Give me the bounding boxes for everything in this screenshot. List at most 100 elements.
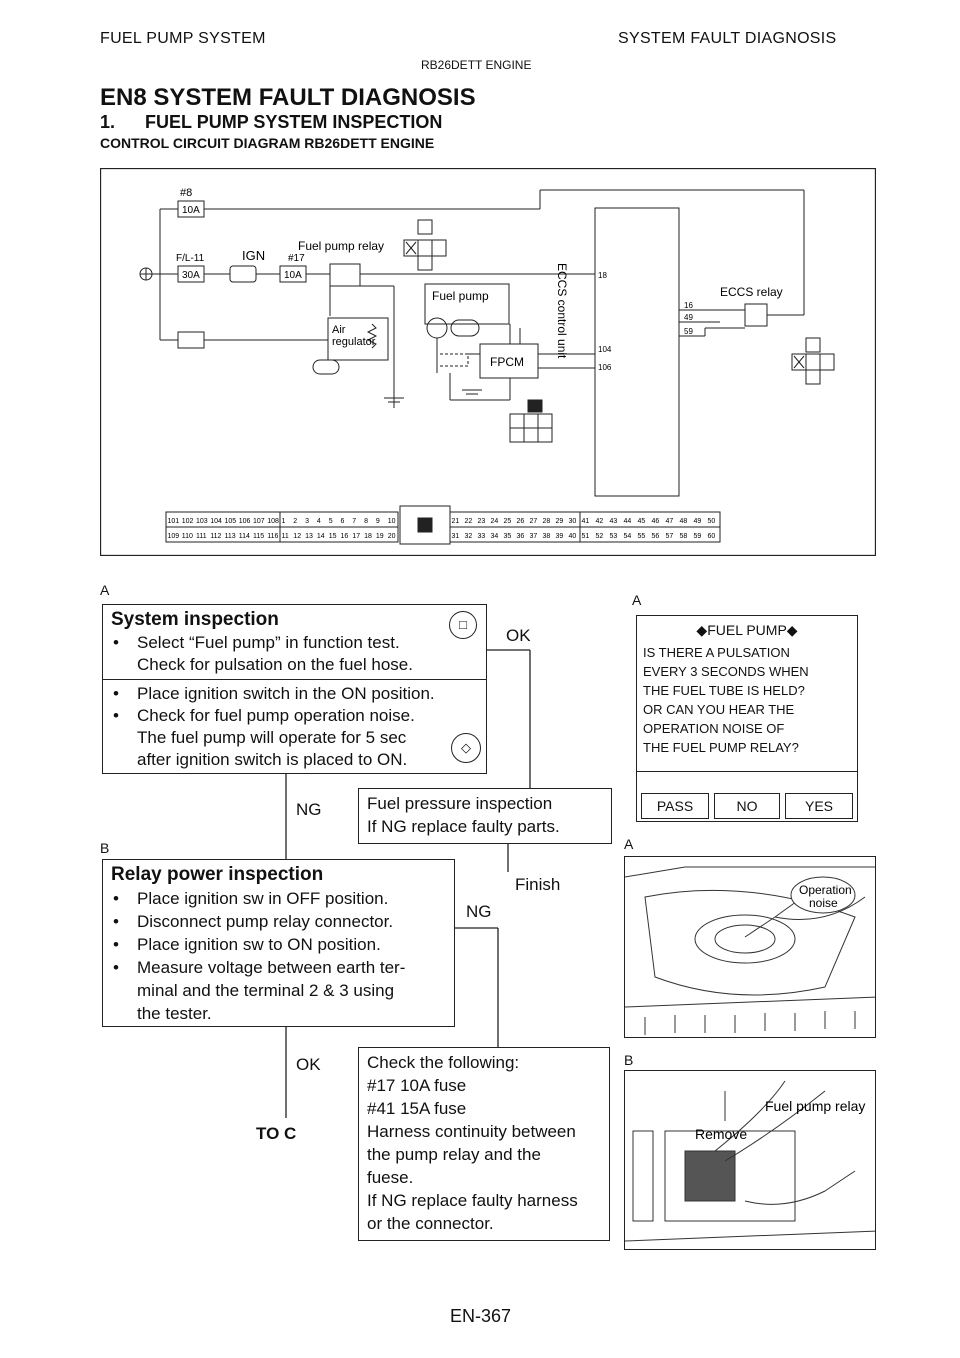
- right-label-b: B: [624, 1052, 634, 1068]
- connector-pin: 54: [624, 533, 632, 540]
- pin-49: 49: [684, 313, 693, 322]
- pin-104: 104: [598, 345, 612, 354]
- relay-power-step-4: Measure voltage between earth ter-: [103, 957, 405, 979]
- connector-pin: 41: [582, 518, 590, 525]
- fuel-tank-illustration: Operation noise: [625, 866, 875, 1035]
- operation-label: Operation: [799, 883, 852, 897]
- connector-pin: 48: [680, 518, 688, 525]
- connector-pin: 51: [582, 533, 590, 540]
- connector-pin: 45: [638, 518, 646, 525]
- right-label-a-2: A: [624, 836, 634, 852]
- fuel-pressure-box: Fuel pressure inspection If NG replace f…: [358, 788, 612, 844]
- pin-18: 18: [598, 271, 607, 280]
- connector-pin: 49: [694, 518, 702, 525]
- connector-pin: 108: [267, 518, 279, 525]
- system-inspection-step-3: Check for fuel pump operation noise.: [103, 705, 415, 727]
- fuse-8-label: #8: [180, 187, 192, 199]
- no-button[interactable]: NO: [714, 793, 780, 819]
- connector-pin: 101: [168, 518, 180, 525]
- connector-pin: 28: [543, 518, 551, 525]
- connector-pin: 57: [666, 533, 674, 540]
- eccs-relay-label: ECCS relay: [720, 285, 783, 299]
- connector-pin: 46: [652, 518, 660, 525]
- check-following-box: Check the following: #17 10A fuse #41 15…: [358, 1047, 610, 1241]
- fl11-rating: 30A: [182, 270, 200, 281]
- fuse-17-label: #17: [288, 253, 305, 264]
- relay-illustration: Fuel pump relay Remove: [625, 1080, 875, 1242]
- to-c-label: TO C: [256, 1124, 297, 1143]
- relay-power-step-2: Disconnect pump relay connector.: [103, 911, 393, 933]
- connector-pin: 102: [182, 518, 194, 525]
- connector-pin: 60: [708, 533, 716, 540]
- relay-power-step-4c: the tester.: [137, 1004, 212, 1023]
- connector-pin: 44: [624, 518, 632, 525]
- connector-pin: 107: [253, 518, 265, 525]
- check-line-6: fuese.: [367, 1168, 414, 1187]
- ng-label-2: NG: [466, 902, 492, 921]
- check-line-7: If NG replace faulty harness: [367, 1191, 578, 1210]
- connector-pin: 17: [352, 533, 360, 540]
- relay-power-step-1: Place ignition sw in OFF position.: [103, 888, 388, 910]
- relay-power-step-3: Place ignition sw to ON position.: [103, 934, 381, 956]
- pass-button[interactable]: PASS: [641, 793, 709, 819]
- consult-icon: □: [449, 611, 477, 639]
- connector-pin: 30: [569, 518, 577, 525]
- finish-label: Finish: [515, 875, 561, 894]
- connector-pin: 7: [352, 518, 356, 525]
- connector-pin: 56: [652, 533, 660, 540]
- relay-power-box: Relay power inspection Place ignition sw…: [102, 859, 455, 1027]
- ignition-on-icon: ◇: [451, 733, 481, 763]
- ok-label-2: OK: [296, 1055, 321, 1074]
- connector-pin: 34: [491, 533, 499, 540]
- yes-button[interactable]: YES: [785, 793, 853, 819]
- fuel-pressure-line-2: If NG replace faulty parts.: [367, 817, 560, 836]
- connector-pin: 52: [596, 533, 604, 540]
- connector-pin: 11: [282, 533, 289, 540]
- screen-line-5: OPERATION NOISE OF: [643, 721, 785, 736]
- system-inspection-title: System inspection: [111, 609, 279, 630]
- system-inspection-step-1b: Check for pulsation on the fuel hose.: [137, 655, 413, 674]
- connector-pin: 9: [376, 518, 380, 525]
- remove-label: Remove: [695, 1126, 747, 1142]
- connector-pin: 116: [267, 533, 278, 540]
- pin-59: 59: [684, 327, 693, 336]
- connector-pin: 40: [569, 533, 577, 540]
- connector-pin: 35: [504, 533, 512, 540]
- connector-pin: 5: [329, 518, 333, 525]
- diamond-left-icon: ◆: [696, 622, 708, 638]
- pin-16: 16: [684, 301, 693, 310]
- connector-pin: 114: [239, 533, 250, 540]
- eccs-unit-label: ECCS control unit: [555, 263, 569, 359]
- screen-line-6: THE FUEL PUMP RELAY?: [643, 740, 799, 755]
- header-right: SYSTEM FAULT DIAGNOSIS: [618, 30, 837, 47]
- flow-label-a: A: [100, 582, 110, 598]
- ng-label-1: NG: [296, 800, 322, 819]
- check-line-2: #17 10A fuse: [367, 1076, 467, 1095]
- connector-pin: 20: [388, 533, 396, 540]
- connector-pin: 18: [364, 533, 372, 540]
- connector-pin: 26: [517, 518, 525, 525]
- ign-label: IGN: [242, 248, 265, 263]
- connector-pin: 31: [452, 533, 460, 540]
- connector-pin: 27: [530, 518, 538, 525]
- check-line-3: #41 15A fuse: [367, 1099, 467, 1118]
- circuit-diagram-svg: #8 10A F/L-11 30A IGN #17 10A Fuel pump …: [99, 167, 877, 557]
- connector-pin: 103: [196, 518, 208, 525]
- page-number: EN-367: [450, 1306, 512, 1326]
- relay-label: Fuel pump relay: [298, 239, 384, 253]
- pin-106: 106: [598, 363, 612, 372]
- connector-pin: 1: [282, 518, 286, 525]
- header-left: FUEL PUMP SYSTEM: [100, 30, 266, 47]
- connector-pin: 47: [666, 518, 674, 525]
- flow-label-b: B: [100, 840, 110, 856]
- screen-title-row: ◆FUEL PUMP◆: [637, 622, 857, 639]
- fuel-pump-relay-label: Fuel pump relay: [765, 1098, 865, 1114]
- connector-pin: 22: [465, 518, 473, 525]
- connector-pin: 38: [543, 533, 551, 540]
- connector-pin: 6: [341, 518, 345, 525]
- system-inspection-box: System inspection Select “Fuel pump” in …: [102, 604, 487, 774]
- connector-pin: 39: [556, 533, 564, 540]
- connector-pin: 58: [680, 533, 688, 540]
- consult-screen: ◆FUEL PUMP◆ IS THERE A PULSATION EVERY 3…: [636, 615, 858, 822]
